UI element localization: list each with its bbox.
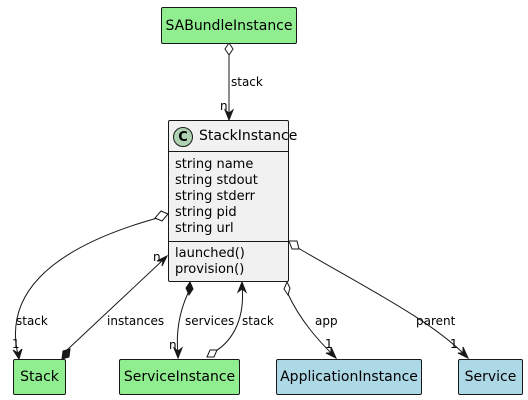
aggregation-diamond xyxy=(288,240,300,250)
multiplicity-label: 1 xyxy=(325,337,333,351)
edge-label-stack: stack xyxy=(231,75,263,89)
aggregation-diamond xyxy=(206,349,218,358)
attribute-row: string url xyxy=(175,221,234,236)
arrow-head xyxy=(325,346,338,360)
class-badge-icon: C xyxy=(173,127,193,147)
edge-services xyxy=(176,292,189,355)
arrow-head xyxy=(12,348,23,361)
arrow-head xyxy=(223,108,235,122)
arrow-head xyxy=(156,254,169,267)
class-stack-instance[interactable]: C StackInstance string name string stdou… xyxy=(168,120,297,282)
aggregation-diamond xyxy=(283,280,291,297)
multiplicity-label: n xyxy=(153,250,161,264)
node-service[interactable]: Service xyxy=(458,359,523,395)
edge-svc-stack xyxy=(213,285,244,353)
aggregation-diamond xyxy=(154,210,169,222)
edge-app xyxy=(287,293,334,356)
edge-instances xyxy=(66,259,164,351)
multiplicity-label: 1 xyxy=(12,337,20,351)
node-label: Stack xyxy=(20,369,59,385)
class-attributes: string name string stdout string stderr … xyxy=(169,151,288,242)
arrow-head xyxy=(172,346,184,360)
attribute-row: string name xyxy=(175,157,254,172)
multiplicity-label: n xyxy=(169,338,177,352)
multiplicity-label: n xyxy=(220,99,228,113)
composition-diamond xyxy=(61,348,71,360)
composition-diamond xyxy=(185,280,194,297)
attribute-row: string stdout xyxy=(175,173,258,188)
edge-label-app: app xyxy=(315,314,338,328)
node-label: SABundleInstance xyxy=(165,17,293,34)
method-row: provision() xyxy=(175,262,245,277)
node-application-instance[interactable]: ApplicationInstance xyxy=(276,359,422,395)
node-sabundle-instance[interactable]: SABundleInstance xyxy=(161,7,297,44)
node-label: ApplicationInstance xyxy=(280,369,418,385)
edge-parent xyxy=(297,247,466,356)
node-label: Service xyxy=(464,369,517,385)
edge-label-stack: stack xyxy=(16,314,48,328)
node-label: ServiceInstance xyxy=(123,369,236,385)
multiplicity-label: 1 xyxy=(450,337,458,351)
class-name: StackInstance xyxy=(199,128,298,144)
edge-class-stack xyxy=(14,216,162,356)
aggregation-diamond xyxy=(224,42,234,56)
node-service-instance[interactable]: ServiceInstance xyxy=(119,359,240,395)
arrow-head xyxy=(457,346,470,360)
attribute-row: string pid xyxy=(175,205,237,220)
node-stack[interactable]: Stack xyxy=(13,359,66,395)
method-row: launched() xyxy=(175,246,245,261)
edge-label-parent: parent xyxy=(416,314,456,328)
attribute-row: string stderr xyxy=(175,189,256,204)
edge-label-stack: stack xyxy=(242,314,274,328)
class-header: C StackInstance xyxy=(169,121,297,152)
edge-label-services: services xyxy=(185,314,235,328)
edge-label-instances: instances xyxy=(107,314,165,328)
arrow-head xyxy=(236,280,248,294)
